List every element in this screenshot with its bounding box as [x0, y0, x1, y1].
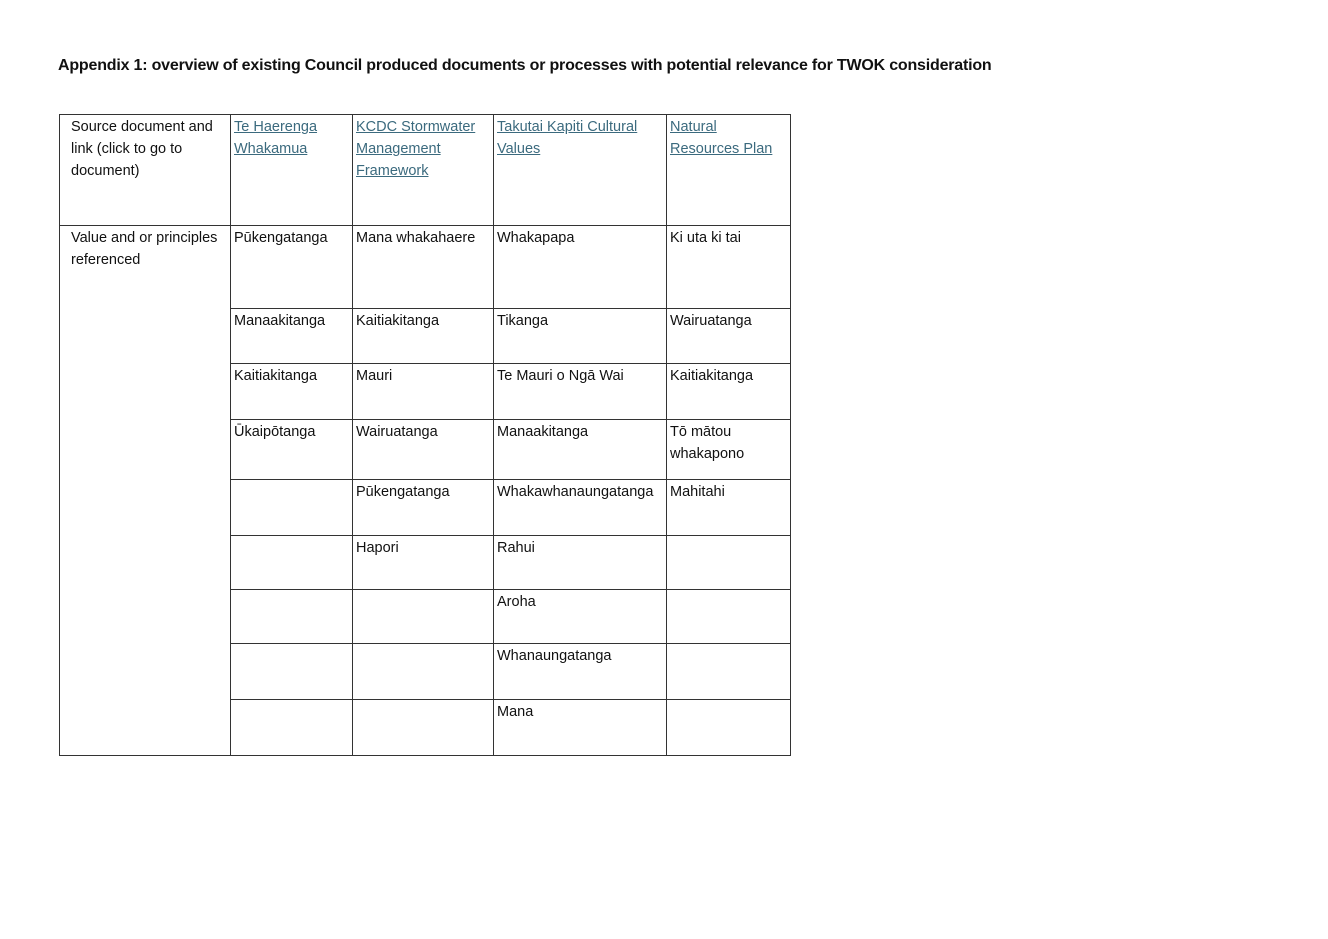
table-cell — [666, 643, 791, 700]
page-title: Appendix 1: overview of existing Council… — [58, 57, 992, 74]
table-cell: Whakapapa — [493, 225, 667, 309]
doc-link-natural-resources-plan[interactable]: Natural Resources Plan — [670, 119, 773, 157]
doc-header-cell: Takutai Kapiti Cultural Values — [493, 114, 667, 226]
doc-link-kcdc-stormwater[interactable]: KCDC Stormwater Management Framework — [356, 119, 476, 179]
table-cell: Kaitiakitanga — [230, 363, 353, 420]
table-cell: Tikanga — [493, 308, 667, 364]
table-cell: Hapori — [352, 535, 494, 590]
table-cell — [352, 643, 494, 700]
table-cell: Mauri — [352, 363, 494, 420]
table-cell: Te Mauri o Ngā Wai — [493, 363, 667, 420]
table-cell: Aroha — [493, 589, 667, 644]
table-cell: Kaitiakitanga — [352, 308, 494, 364]
table-cell — [230, 535, 353, 590]
table-cell — [230, 589, 353, 644]
table-cell: Wairuatanga — [352, 419, 494, 480]
table-cell: Mahitahi — [666, 479, 791, 536]
table-row: Manaakitanga Kaitiakitanga Tikanga Wairu… — [60, 308, 791, 364]
table-row: Hapori Rahui — [60, 535, 791, 590]
table-cell — [352, 699, 494, 756]
table-row: Ūkaipōtanga Wairuatanga Manaakitanga Tō … — [60, 419, 791, 480]
table-cell — [230, 643, 353, 700]
table-cell: Mana whakahaere — [352, 225, 494, 309]
table-cell — [352, 589, 494, 644]
table-cell: Ūkaipōtanga — [230, 419, 353, 480]
doc-header-cell: Te Haerenga Whakamua — [230, 114, 353, 226]
table-cell — [666, 589, 791, 644]
table-header-row: Source document and link (click to go to… — [59, 114, 791, 226]
table-cell: Whakawhanaungatanga — [493, 479, 667, 536]
table-cell: Whanaungatanga — [493, 643, 667, 700]
table-row: Mana — [60, 699, 791, 756]
table-cell: Pūkengatanga — [352, 479, 494, 536]
table-cell: Manaakitanga — [493, 419, 667, 480]
table-cell — [230, 699, 353, 756]
header-row-label: Source document and link (click to go to… — [59, 114, 231, 226]
table-cell: Wairuatanga — [666, 308, 791, 364]
table-cell: Tō mātou whakapono — [666, 419, 791, 480]
values-row-label: Value and or principles referenced — [59, 225, 231, 756]
doc-header-cell: KCDC Stormwater Management Framework — [352, 114, 494, 226]
table-row: Value and or principles referenced Pūken… — [59, 225, 791, 756]
doc-header-cell: Natural Resources Plan — [666, 114, 791, 226]
table-cell: Ki uta ki tai — [666, 225, 791, 309]
table-row: Aroha — [60, 589, 791, 644]
doc-link-te-haerenga-whakamua[interactable]: Te Haerenga Whakamua — [234, 119, 318, 157]
table-cell: Pūkengatanga — [230, 225, 353, 309]
table-cell: Manaakitanga — [230, 308, 353, 364]
doc-link-takutai-kapiti[interactable]: Takutai Kapiti Cultural Values — [497, 119, 638, 157]
table-cell: Kaitiakitanga — [666, 363, 791, 420]
values-table: Source document and link (click to go to… — [59, 114, 791, 756]
table-cell: Rahui — [493, 535, 667, 590]
table-cell — [666, 535, 791, 590]
table-cell — [230, 479, 353, 536]
table-cell — [666, 699, 791, 756]
table-row: Kaitiakitanga Mauri Te Mauri o Ngā Wai K… — [60, 363, 791, 420]
table-cell: Mana — [493, 699, 667, 756]
